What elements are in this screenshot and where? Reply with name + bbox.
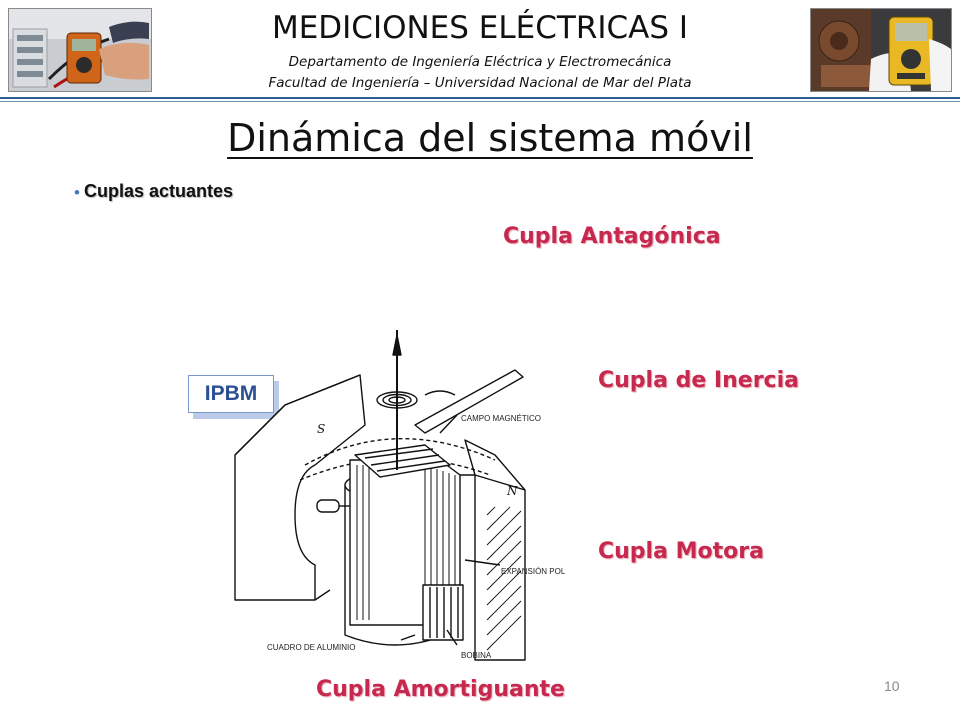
instrument-type-box: IPBM [188, 375, 274, 413]
label-pole-n: N [506, 484, 518, 498]
slide-title: Dinámica del sistema móvil [227, 116, 753, 160]
bullet-dot-icon: • [74, 183, 80, 202]
header-divider [0, 97, 960, 99]
label-campo-magnetico: CAMPO MAGNÉTICO [461, 414, 541, 423]
label-expansion-polar: EXPANSIÓN POLAR [501, 567, 565, 576]
header-title: MEDICIONES ELÉCTRICAS I [271, 10, 689, 46]
label-cupla-antagonica: Cupla Antagónica [503, 224, 721, 249]
moving-coil-diagram: CAMPO MAGNÉTICO EXPANSIÓN POLAR CUADRO D… [234, 330, 565, 661]
label-cupla-amortiguante: Cupla Amortiguante [316, 677, 565, 702]
header-photo-right [810, 8, 952, 92]
header-divider-thin [0, 101, 960, 102]
header-photo-left [8, 8, 152, 92]
instrument-type-label: IPBM [204, 382, 258, 405]
bullet-text: Cuplas actuantes [84, 181, 234, 201]
label-pole-s: S [317, 422, 325, 436]
label-cupla-motora: Cupla Motora [598, 539, 764, 564]
page-number: 10 [884, 678, 900, 694]
label-bobina: BOBINA [461, 651, 492, 660]
label-cupla-inercia: Cupla de Inercia [598, 368, 799, 393]
header-faculty: Facultad de Ingeniería – Universidad Nac… [268, 75, 692, 91]
label-cuadro-aluminio: CUADRO DE ALUMINIO [267, 643, 355, 652]
header-department: Departamento de Ingeniería Eléctrica y E… [288, 54, 672, 70]
